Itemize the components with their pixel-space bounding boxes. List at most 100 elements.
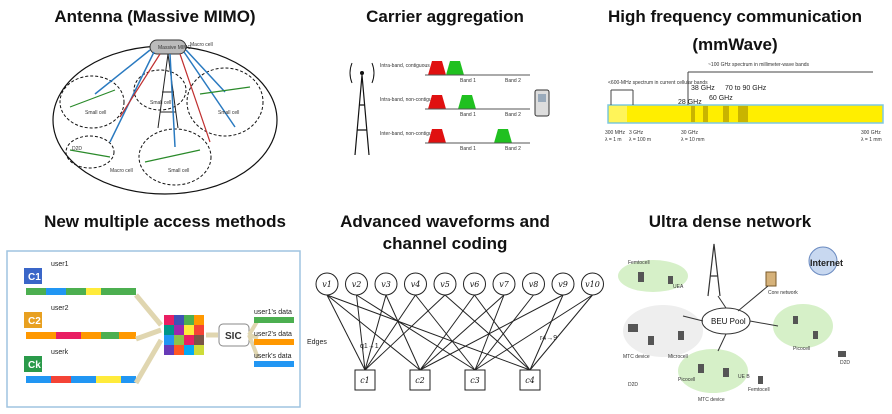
label-femtocell1: Femtocell bbox=[628, 260, 650, 266]
label-mtc1: MTC device bbox=[623, 354, 650, 360]
marker-28: 28 GHz bbox=[678, 99, 702, 106]
internet-icon: Internet bbox=[808, 246, 843, 276]
userk-label: userk bbox=[51, 349, 69, 356]
svg-text:Inter-band, non-contiguous: Inter-band, non-contiguous bbox=[380, 131, 440, 137]
label-picocell1: Picocell bbox=[793, 346, 810, 352]
resource-grid bbox=[164, 315, 204, 355]
label-core: Core network bbox=[768, 290, 798, 296]
svg-text:c2: c2 bbox=[415, 376, 425, 385]
svg-text:C1: C1 bbox=[28, 272, 41, 283]
svg-text:c3: c3 bbox=[470, 376, 480, 385]
tanner-edge bbox=[326, 294, 366, 371]
tanner-edge bbox=[474, 294, 593, 371]
tanner-edge bbox=[415, 294, 476, 371]
svg-text:Band 2: Band 2 bbox=[505, 78, 521, 84]
band-row-1: Intra-band, contiguous Band 1 Band 2 bbox=[380, 61, 530, 84]
variable-node: v3 bbox=[374, 272, 398, 296]
tanner-edge bbox=[326, 294, 421, 371]
title-mmwave-2: (mmWave) bbox=[692, 35, 778, 54]
svg-text:v9: v9 bbox=[558, 280, 568, 289]
marker-7090: 70 to 90 GHz bbox=[725, 85, 767, 92]
svg-text:Band 2: Band 2 bbox=[505, 112, 521, 118]
label-small4: Small cell bbox=[168, 168, 189, 174]
edges-label: Edges bbox=[307, 339, 327, 346]
tanner-edge bbox=[385, 294, 421, 371]
svg-text:c1: c1 bbox=[360, 376, 370, 385]
variable-node: v7 bbox=[492, 272, 516, 296]
svg-text:Intra-band, contiguous: Intra-band, contiguous bbox=[380, 63, 430, 69]
variable-node: v6 bbox=[463, 272, 486, 296]
multiple-access-diagram: C1 user1 C2 user2 Ck userk SIC user1's d… bbox=[6, 250, 301, 408]
label-uea: UEA bbox=[673, 284, 684, 290]
svg-text:v8: v8 bbox=[529, 280, 539, 289]
label-d2d1: D2D bbox=[840, 360, 850, 366]
user1-label: user1 bbox=[51, 261, 69, 268]
svg-text:Band 1: Band 1 bbox=[460, 146, 476, 152]
svg-text:v5: v5 bbox=[440, 280, 450, 289]
label-small1: Small cell bbox=[85, 110, 106, 116]
svg-text:v7: v7 bbox=[499, 280, 510, 289]
variable-node: v4 bbox=[404, 272, 427, 296]
variable-node: v1 bbox=[315, 272, 339, 296]
tanner-edge bbox=[419, 294, 505, 371]
svg-text:v10: v10 bbox=[585, 280, 600, 289]
tanner-edge bbox=[529, 294, 593, 371]
svg-text:v1: v1 bbox=[322, 280, 332, 289]
tanner-edge bbox=[356, 294, 366, 371]
massive-mimo-diagram: Massive MIMO Macro cell Small cell Small… bbox=[52, 39, 278, 195]
tanner-edge bbox=[444, 294, 531, 371]
axis-300mhz: 300 MHz bbox=[605, 130, 626, 136]
sic-block: SIC bbox=[218, 323, 250, 347]
axis-300ghz-lambda: λ = 1 mm bbox=[861, 137, 882, 143]
axis-300ghz: 300 GHz bbox=[861, 130, 881, 136]
tanner-edge bbox=[326, 294, 531, 371]
tanner-edge bbox=[356, 294, 476, 371]
note-left: <600-MHz spectrum in current cellular ba… bbox=[608, 80, 708, 86]
variable-node: v5 bbox=[433, 272, 457, 296]
tanner-edge bbox=[364, 294, 416, 371]
label-d2d2: D2D bbox=[628, 382, 638, 388]
label-small3: Small cell bbox=[218, 110, 239, 116]
tanner-edge bbox=[364, 294, 387, 371]
label-macro2: Macro cell bbox=[110, 168, 133, 174]
svg-text:Ck: Ck bbox=[28, 360, 41, 371]
title-mmwave-1: High frequency communication bbox=[607, 7, 863, 26]
tanner-edge bbox=[364, 294, 446, 371]
output-user2: user2's data bbox=[254, 331, 292, 338]
label-picocell2: Picocell bbox=[678, 377, 695, 383]
tower-icon bbox=[349, 62, 375, 156]
label-ueb: UE B bbox=[738, 374, 750, 380]
variable-node: v8 bbox=[522, 272, 545, 296]
variable-node: v2 bbox=[345, 272, 368, 296]
title-waveforms-1: Advanced waveforms and bbox=[340, 212, 550, 231]
note-right: ~100 GHz spectrum in millimeter-wave ban… bbox=[708, 62, 810, 68]
check-node: c3 bbox=[464, 369, 486, 391]
code-c2: C2 bbox=[24, 312, 42, 328]
svg-text:Internet: Internet bbox=[810, 258, 843, 268]
title-carrier: Carrier aggregation bbox=[366, 7, 524, 26]
server-icon bbox=[765, 271, 777, 287]
beu-pool-cloud: BEU Pool bbox=[701, 307, 751, 335]
tanner-edge bbox=[474, 294, 505, 371]
tanner-edge bbox=[474, 294, 531, 371]
output-user1: user1's data bbox=[254, 309, 292, 316]
code-c1: C1 bbox=[24, 268, 42, 284]
title-udn: Ultra dense network bbox=[648, 212, 812, 231]
svg-text:Band 1: Band 1 bbox=[460, 112, 476, 118]
svg-text:v4: v4 bbox=[411, 280, 421, 289]
output-userk: userk's data bbox=[254, 353, 292, 360]
svg-text:BEU Pool: BEU Pool bbox=[711, 317, 746, 326]
svg-text:Band 1: Band 1 bbox=[460, 78, 476, 84]
label-microcell: Microcell bbox=[668, 354, 688, 360]
label-macro: Macro cell bbox=[190, 42, 213, 48]
label-mtc2: MTC device bbox=[698, 397, 725, 403]
band-row-2: Intra-band, non-contiguous Band 1 Band 2 bbox=[380, 95, 530, 118]
q1-label: q1→1 bbox=[360, 343, 379, 350]
band-row-3: Inter-band, non-contiguous Band 1 Band 2 bbox=[380, 129, 530, 152]
title-antenna: Antenna (Massive MIMO) bbox=[54, 7, 256, 26]
axis-30ghz-lambda: λ = 10 mm bbox=[681, 137, 704, 143]
svg-text:C2: C2 bbox=[28, 316, 41, 327]
tanner-edge bbox=[474, 294, 534, 371]
variable-node: v10 bbox=[581, 272, 604, 296]
svg-text:Intra-band, non-contiguous: Intra-band, non-contiguous bbox=[380, 97, 440, 103]
